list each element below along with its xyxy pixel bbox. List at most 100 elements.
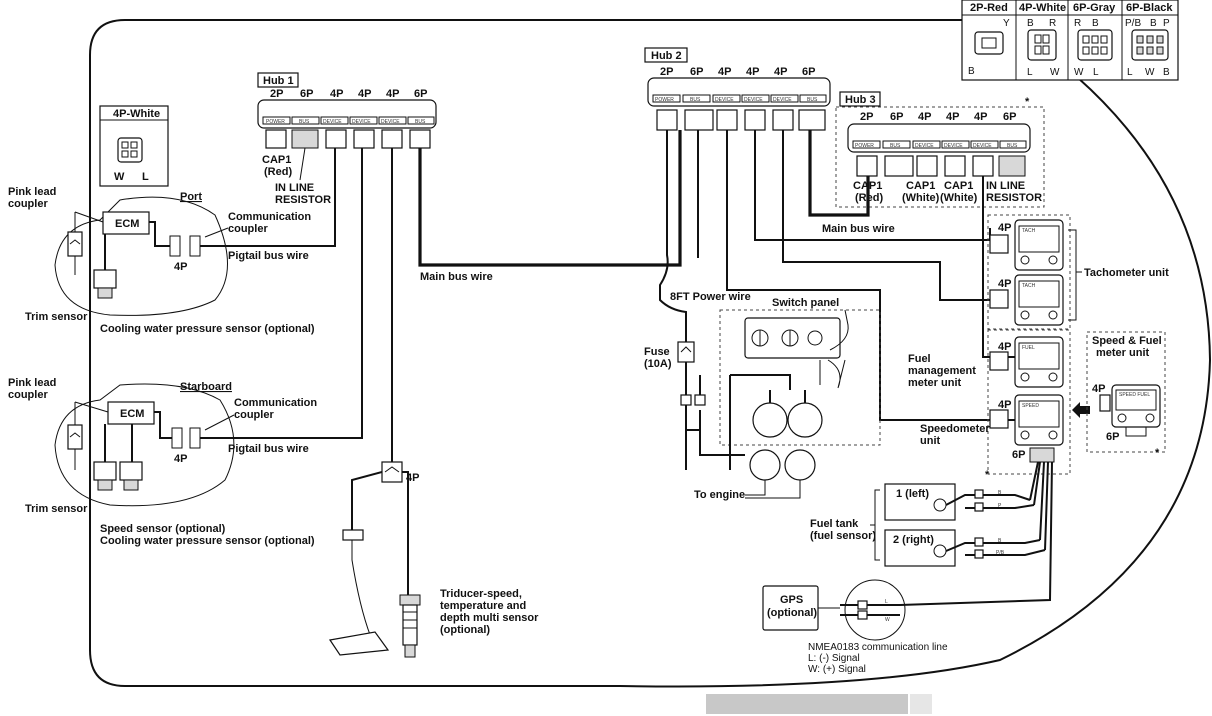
svg-text:coupler: coupler (228, 223, 268, 235)
legend-title-4: 6P-Black (1126, 2, 1173, 14)
svg-text:meter unit: meter unit (1096, 347, 1150, 359)
svg-text:coupler: coupler (8, 389, 48, 401)
svg-text:DEVICE: DEVICE (973, 143, 992, 149)
port-engine: ECM Pink lead coupler Port 4P Communicat… (8, 186, 315, 335)
svg-text:*: * (1025, 96, 1030, 108)
svg-text:IN LINE: IN LINE (986, 180, 1025, 192)
legend-title-2: 4P-White (1019, 2, 1066, 14)
svg-text:DEVICE: DEVICE (323, 119, 342, 125)
svg-text:Fuel: Fuel (908, 353, 931, 365)
speed-fuel-meter: Speed & Fuel meter unit SPEED FUEL 4P 6P… (1086, 331, 1166, 459)
svg-text:(10A): (10A) (644, 358, 672, 370)
svg-text:RESISTOR: RESISTOR (986, 192, 1042, 204)
svg-text:L: L (1127, 67, 1133, 78)
svg-text:2 (right): 2 (right) (893, 534, 934, 546)
svg-text:BUS: BUS (1007, 143, 1018, 149)
svg-text:DEVICE: DEVICE (381, 119, 400, 125)
svg-text:8FT Power wire: 8FT Power wire (670, 291, 751, 303)
svg-text:6P: 6P (690, 66, 703, 78)
svg-text:Pink lead: Pink lead (8, 377, 56, 389)
svg-text:NMEA0183 communication line: NMEA0183 communication line (808, 642, 948, 653)
svg-text:Hub 3: Hub 3 (845, 94, 876, 106)
svg-text:*: * (1155, 447, 1160, 459)
svg-text:4P: 4P (998, 222, 1011, 234)
svg-text:R: R (1074, 18, 1081, 29)
svg-text:4P: 4P (998, 278, 1011, 290)
svg-text:POWER: POWER (855, 143, 874, 149)
svg-text:4P: 4P (746, 66, 759, 78)
svg-text:4P: 4P (998, 341, 1011, 353)
svg-text:L: (-) Signal: L: (-) Signal (808, 653, 860, 664)
legend-6p-gray-connector (1077, 29, 1113, 61)
to-engine-connectors: To engine (694, 449, 816, 501)
svg-text:4P: 4P (1092, 383, 1105, 395)
hub-2: Hub 2 2P 6P 4P 4P 4P 6P POWER BUS DEVICE… (644, 47, 831, 131)
boat-outline (89, 19, 1212, 688)
svg-text:Tachometer unit: Tachometer unit (1084, 267, 1169, 279)
svg-text:4P: 4P (774, 66, 787, 78)
svg-text:4P: 4P (358, 88, 371, 100)
svg-text:4P: 4P (330, 88, 343, 100)
svg-text:Hub 2: Hub 2 (651, 50, 682, 62)
svg-text:Cooling water pressure sensor: Cooling water pressure sensor (optional) (100, 323, 315, 335)
hub2-device-3 (782, 130, 990, 301)
svg-text:W: W (1074, 67, 1084, 78)
svg-text:Speed & Fuel: Speed & Fuel (1092, 335, 1162, 347)
fuel-management-meter: FUEL 4P Fuel management meter unit (908, 336, 1064, 389)
svg-text:CAP1: CAP1 (906, 180, 935, 192)
svg-text:coupler: coupler (234, 409, 274, 421)
svg-text:SPEED FUEL: SPEED FUEL (1119, 392, 1150, 398)
svg-text:Communication: Communication (228, 211, 311, 223)
svg-text:4P-White: 4P-White (113, 108, 160, 120)
main-bus-wire-1 (418, 130, 682, 267)
svg-text:FUEL: FUEL (1022, 345, 1035, 351)
svg-text:Main bus wire: Main bus wire (822, 223, 895, 235)
svg-text:DEVICE: DEVICE (715, 97, 734, 103)
svg-text:BUS: BUS (299, 119, 310, 125)
svg-text:GPS: GPS (780, 594, 803, 606)
starboard-engine: ECM Pink lead coupler Starboard 4P Commu… (8, 377, 317, 547)
svg-text:Trim sensor: Trim sensor (25, 311, 88, 323)
svg-text:R: R (1049, 18, 1056, 29)
svg-text:temperature and: temperature and (440, 600, 526, 612)
svg-text:4P: 4P (174, 261, 187, 273)
svg-text:W: W (114, 171, 125, 183)
svg-text:Starboard: Starboard (180, 381, 232, 393)
svg-text:W: (+) Signal: W: (+) Signal (808, 664, 866, 675)
tachometer-2: TACH 4P (989, 274, 1064, 326)
svg-text:CAP1: CAP1 (262, 154, 291, 166)
svg-text:B: B (1027, 18, 1034, 29)
svg-text:B: B (1150, 18, 1157, 29)
svg-text:4P: 4P (974, 111, 987, 123)
inset-4p-white: 4P-White W L (99, 105, 169, 187)
port-pigtail-wire (200, 148, 336, 247)
connector-legend: 2P-Red 4P-White 6P-Gray 6P-Black Y B B R… (961, 0, 1179, 81)
svg-text:CAP1: CAP1 (944, 180, 973, 192)
svg-text:POWER: POWER (655, 97, 674, 103)
svg-text:1 (left): 1 (left) (896, 488, 929, 500)
svg-text:4P: 4P (946, 111, 959, 123)
triducer-sensor: 4P Triducer-speed, temperature and depth… (328, 461, 539, 658)
svg-text:L: L (142, 171, 149, 183)
svg-text:6P: 6P (1106, 431, 1119, 443)
replace-arrow (1072, 402, 1090, 418)
svg-text:Hub 1: Hub 1 (263, 75, 294, 87)
svg-text:W: W (885, 617, 890, 623)
svg-text:(fuel sensor): (fuel sensor) (810, 530, 876, 542)
svg-text:4P: 4P (406, 472, 419, 484)
svg-text:POWER: POWER (266, 119, 285, 125)
hub2-device-1 (726, 130, 1015, 421)
svg-text:Cooling water pressure sensor: Cooling water pressure sensor (optional) (100, 535, 315, 547)
svg-text:W: W (1145, 67, 1155, 78)
svg-text:W: W (1050, 67, 1060, 78)
svg-text:(optional): (optional) (767, 607, 817, 619)
svg-text:BUS: BUS (890, 143, 901, 149)
svg-text:management: management (908, 365, 976, 377)
meters-dashbox: * (985, 214, 1071, 481)
svg-text:4P: 4P (998, 399, 1011, 411)
gps: GPS (optional) L W NMEA0183 communicatio… (762, 461, 1053, 675)
svg-text:DEVICE: DEVICE (352, 119, 371, 125)
svg-text:ECM: ECM (115, 218, 139, 230)
svg-text:B: B (1092, 18, 1099, 29)
